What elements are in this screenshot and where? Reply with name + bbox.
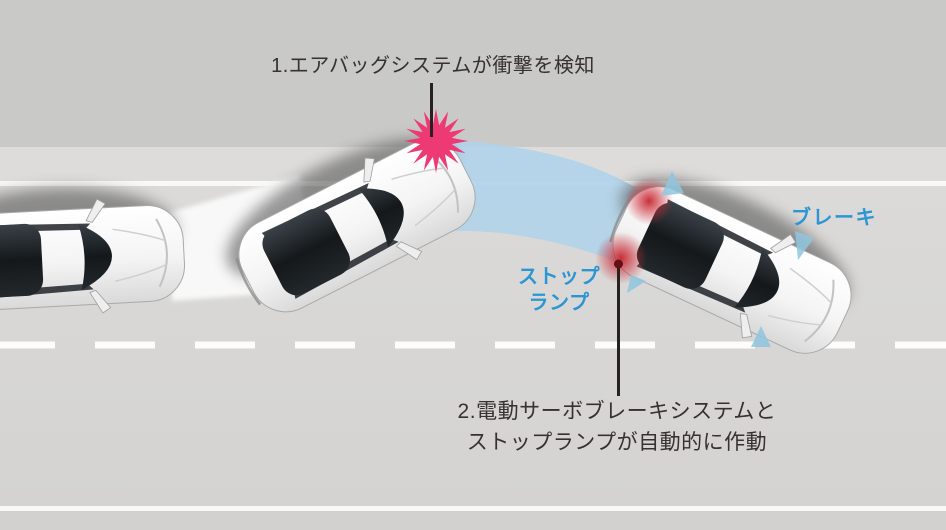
label-stop-lamp-line1: ストップ xyxy=(518,266,600,288)
road-edge-line-bottom xyxy=(0,506,946,511)
label-stop-lamp-line2: ランプ xyxy=(528,292,590,314)
callout-step2: 2.電動サーボブレーキシステムと ストップランプが自動的に作動 xyxy=(458,396,777,458)
trajectory-swath xyxy=(449,140,651,263)
impact-burst-icon xyxy=(404,109,468,173)
stop-lamp-glow-icon xyxy=(595,177,673,284)
brake-deceleration-icon xyxy=(627,171,814,347)
label-brake: ブレーキ xyxy=(791,207,877,229)
label-stop-lamp: ストップ ランプ xyxy=(518,264,600,316)
stop-lamp-dot xyxy=(614,259,623,269)
verge-top xyxy=(0,0,946,147)
shoulder-bottom xyxy=(0,511,946,530)
callout-step1: 1.エアバッグシステムが衝撃を検知 xyxy=(271,55,595,77)
callout-step2-line2: ストップランプが自動的に作動 xyxy=(466,431,768,454)
callout-step2-line1: 2.電動サーボブレーキシステムと xyxy=(457,400,777,423)
